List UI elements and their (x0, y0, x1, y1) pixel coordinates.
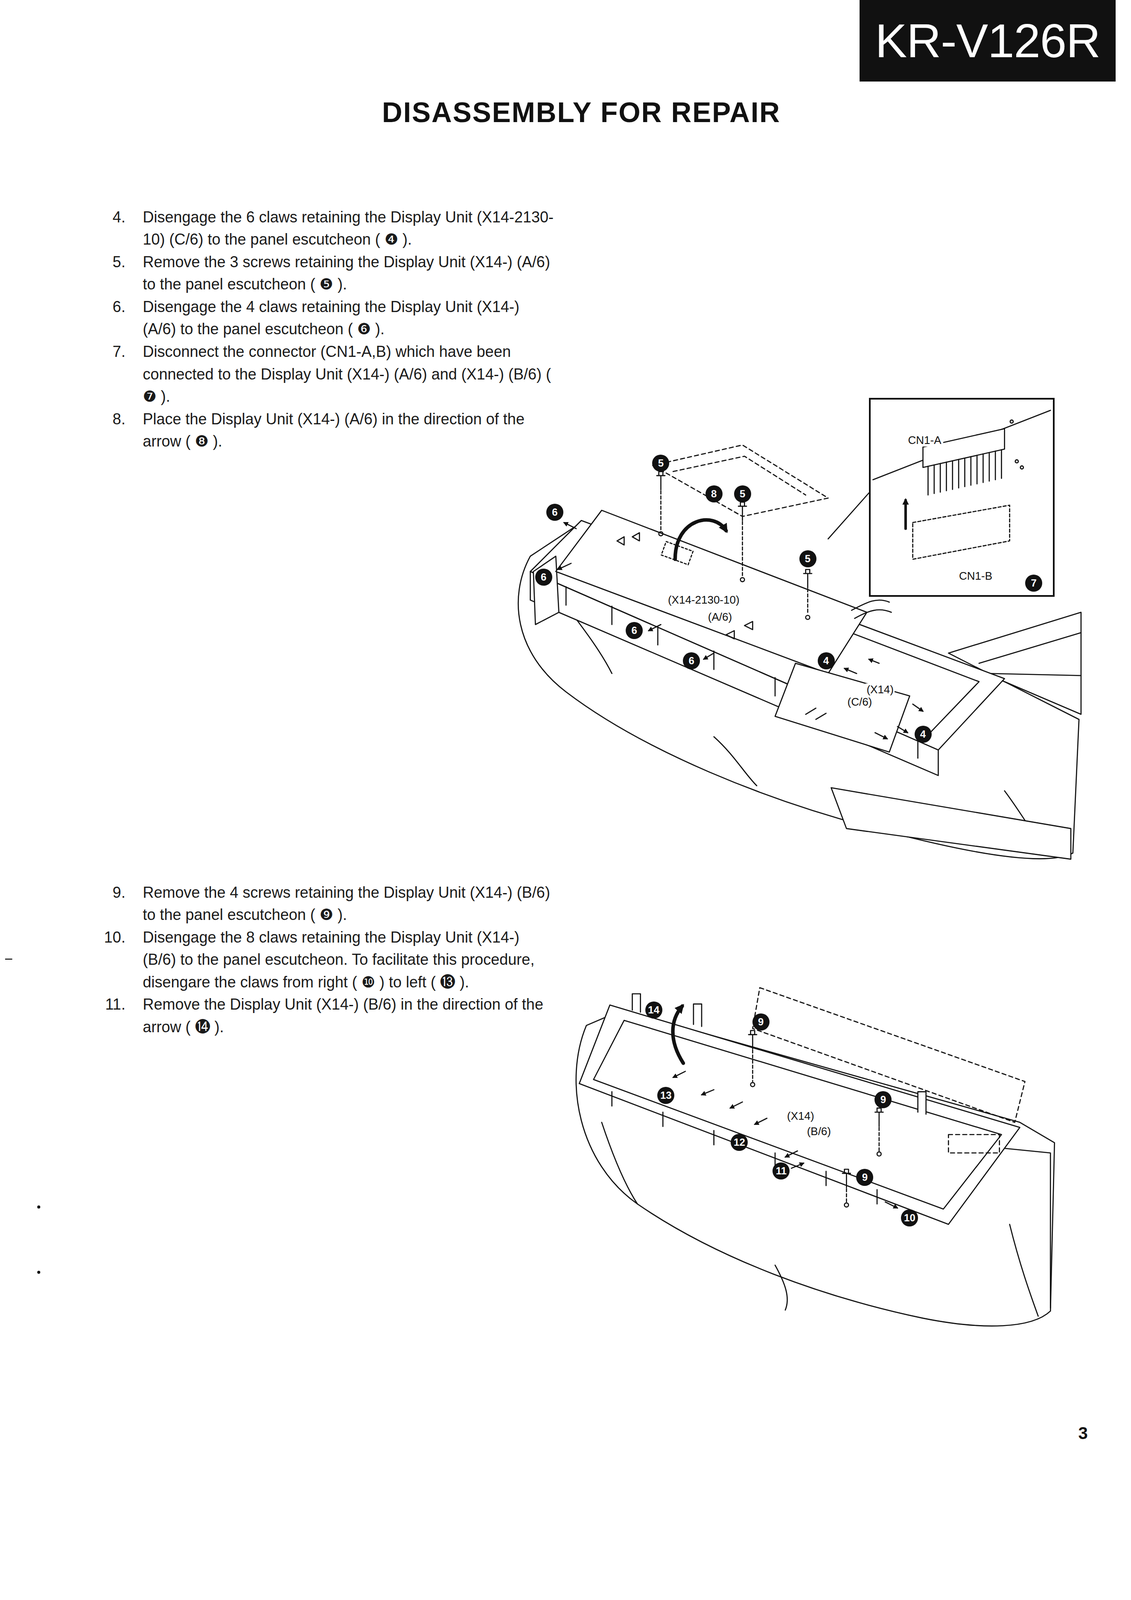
connector-detail-box: CN1-A CN1-B 7 (868, 397, 1055, 597)
board-suffix: (B/6) (806, 1125, 832, 1138)
callout-digit: 9 (757, 1016, 764, 1027)
step-number: 7. (91, 340, 126, 364)
callout-digit: 5 (804, 553, 811, 564)
instruction-list: 4. Disengage the 6 claws retaining the Di… (91, 206, 561, 453)
callout-digit: 14 (647, 1004, 660, 1015)
step-number: 8. (91, 408, 126, 431)
part-number: (X14) (865, 683, 895, 696)
callout-number: 6 (535, 568, 553, 586)
callout-digit: 6 (688, 655, 694, 666)
instruction-step: 6. Disengage the 4 claws retaining the Di… (91, 295, 561, 341)
callout-number: 5 (652, 454, 670, 472)
step-text: Disengage the 8 claws retaining the Disp… (142, 926, 557, 994)
part-number: (X14) (786, 1109, 816, 1123)
model-badge: KR-V126R (859, 0, 1116, 82)
callout-digit: 4 (823, 655, 829, 666)
board-suffix: (C/6) (846, 695, 873, 709)
callout-number: 9 (752, 1013, 770, 1031)
step-number: 6. (91, 295, 126, 319)
callout-digit: 6 (540, 571, 547, 583)
callout-digit: 12 (733, 1136, 746, 1148)
callout-digit: 5 (658, 457, 664, 469)
callout-number: 4 (817, 652, 835, 670)
step-text: Disengage the 6 claws retaining the Disp… (142, 206, 557, 251)
page-title: DISASSEMBLY FOR REPAIR (381, 96, 781, 129)
callout-digit: 6 (551, 507, 558, 518)
page-number: 3 (1077, 1423, 1089, 1443)
callout-number: 5 (734, 485, 752, 503)
instruction-step: 7. Disconnect the connector (CN1-A,B) whi… (91, 340, 561, 409)
callout-number: 6 (546, 503, 564, 521)
step-text: Disengage the 4 claws retaining the Disp… (142, 295, 557, 341)
step-text: Remove the Display Unit (X14-) (B/6) in … (142, 993, 557, 1038)
callout-number: 5 (799, 550, 817, 568)
step-number: 11. (91, 993, 126, 1016)
callout-digit: 4 (920, 728, 926, 740)
step-text: Remove the 3 screws retaining the Displa… (142, 250, 557, 296)
instruction-list: 9. Remove the 4 screws retaining the Disp… (91, 881, 561, 1039)
step-text: Disconnect the connector (CN1-A,B) which… (142, 340, 557, 409)
board-suffix: (A/6) (707, 610, 733, 624)
callout-number: 9 (874, 1090, 892, 1108)
step-number: 5. (91, 250, 126, 274)
callout-digit: 6 (631, 625, 638, 636)
callout-number: 14 (645, 1001, 663, 1019)
model-number: KR-V126R (875, 17, 1101, 65)
callout-number: 6 (625, 621, 643, 639)
instruction-step: 4. Disengage the 6 claws retaining the Di… (91, 206, 561, 251)
callout-digit: 7 (1031, 577, 1037, 589)
step-text: Place the Display Unit (X14-) (A/6) in t… (142, 408, 557, 453)
step-number: 10. (91, 926, 126, 949)
step-number: 9. (91, 881, 126, 904)
callout-digit: 9 (880, 1094, 887, 1105)
instruction-step: 10. Disengage the 8 claws retaining the D… (91, 926, 561, 994)
callout-digit: 9 (862, 1171, 868, 1183)
instruction-step: 5. Remove the 3 screws retaining the Disp… (91, 250, 561, 296)
callout-digit: 5 (739, 488, 746, 499)
step-number: 4. (91, 206, 126, 229)
callout-digit: 10 (903, 1212, 916, 1223)
instruction-step: 9. Remove the 4 screws retaining the Disp… (91, 881, 561, 927)
connector-name: CN1-A (906, 434, 944, 447)
instruction-step: 8. Place the Display Unit (X14-) (A/6) in… (91, 408, 561, 453)
callout-digit: 8 (711, 488, 717, 499)
instruction-step: 11. Remove the Display Unit (X14-) (B/6) … (91, 993, 561, 1038)
callout-digit: 11 (775, 1165, 787, 1176)
connector-name: CN1-B (957, 569, 994, 583)
callout-number: 8 (705, 485, 723, 503)
callout-number: 4 (914, 725, 932, 743)
callout-number: 9 (856, 1168, 874, 1186)
step-text: Remove the 4 screws retaining the Displa… (142, 881, 557, 927)
part-number: (X14-2130-10) (667, 593, 741, 607)
callout-digit: 13 (660, 1090, 672, 1101)
callout-number: 7 (1025, 574, 1043, 592)
